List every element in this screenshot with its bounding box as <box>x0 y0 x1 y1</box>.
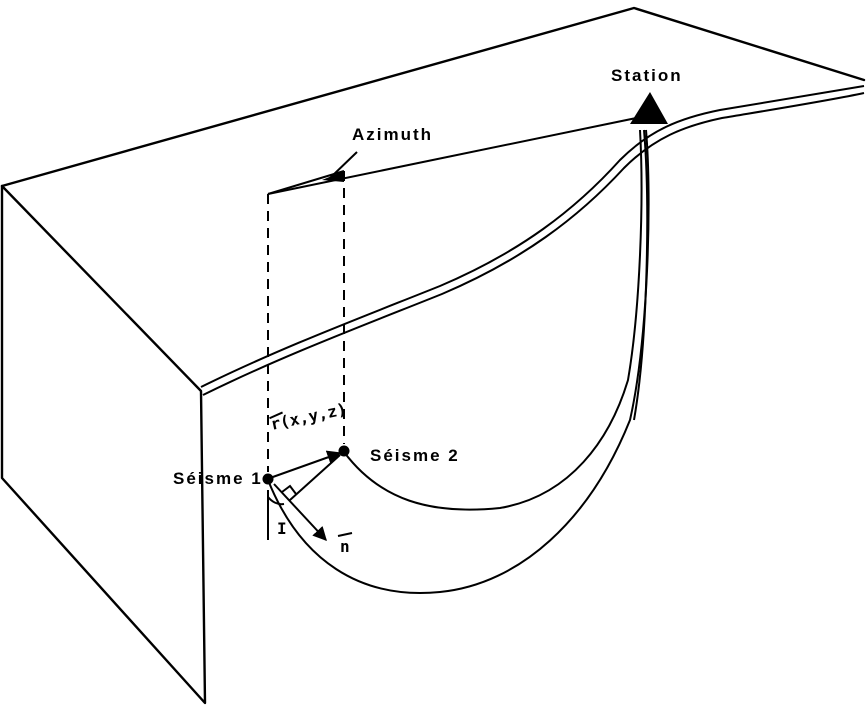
block-front-outline <box>0 184 207 705</box>
earth-block <box>0 6 866 705</box>
surface-profile <box>200 85 865 396</box>
vector-r-label: r(x,y,z) <box>269 399 348 434</box>
event2-marker <box>338 445 350 457</box>
azimuth-leader-line <box>329 151 358 179</box>
ray-paths <box>267 129 650 594</box>
normal-label: n <box>340 537 350 556</box>
event2-label: Séisme 2 <box>370 446 460 465</box>
azimuth-label: Azimuth <box>352 125 433 144</box>
block-top-outline <box>0 6 866 188</box>
station-icon <box>630 92 668 124</box>
incidence-label: I <box>277 519 287 538</box>
vector-r-arrow <box>269 450 342 479</box>
event1-label: Séisme 1 <box>173 469 263 488</box>
event1-marker <box>262 473 274 485</box>
azimuth-wedge <box>267 115 647 195</box>
ray-path-event2 <box>343 129 643 511</box>
normal-vector-arrow <box>273 483 327 542</box>
station-label: Station <box>611 66 683 85</box>
incidence-angle-arc <box>267 496 285 506</box>
